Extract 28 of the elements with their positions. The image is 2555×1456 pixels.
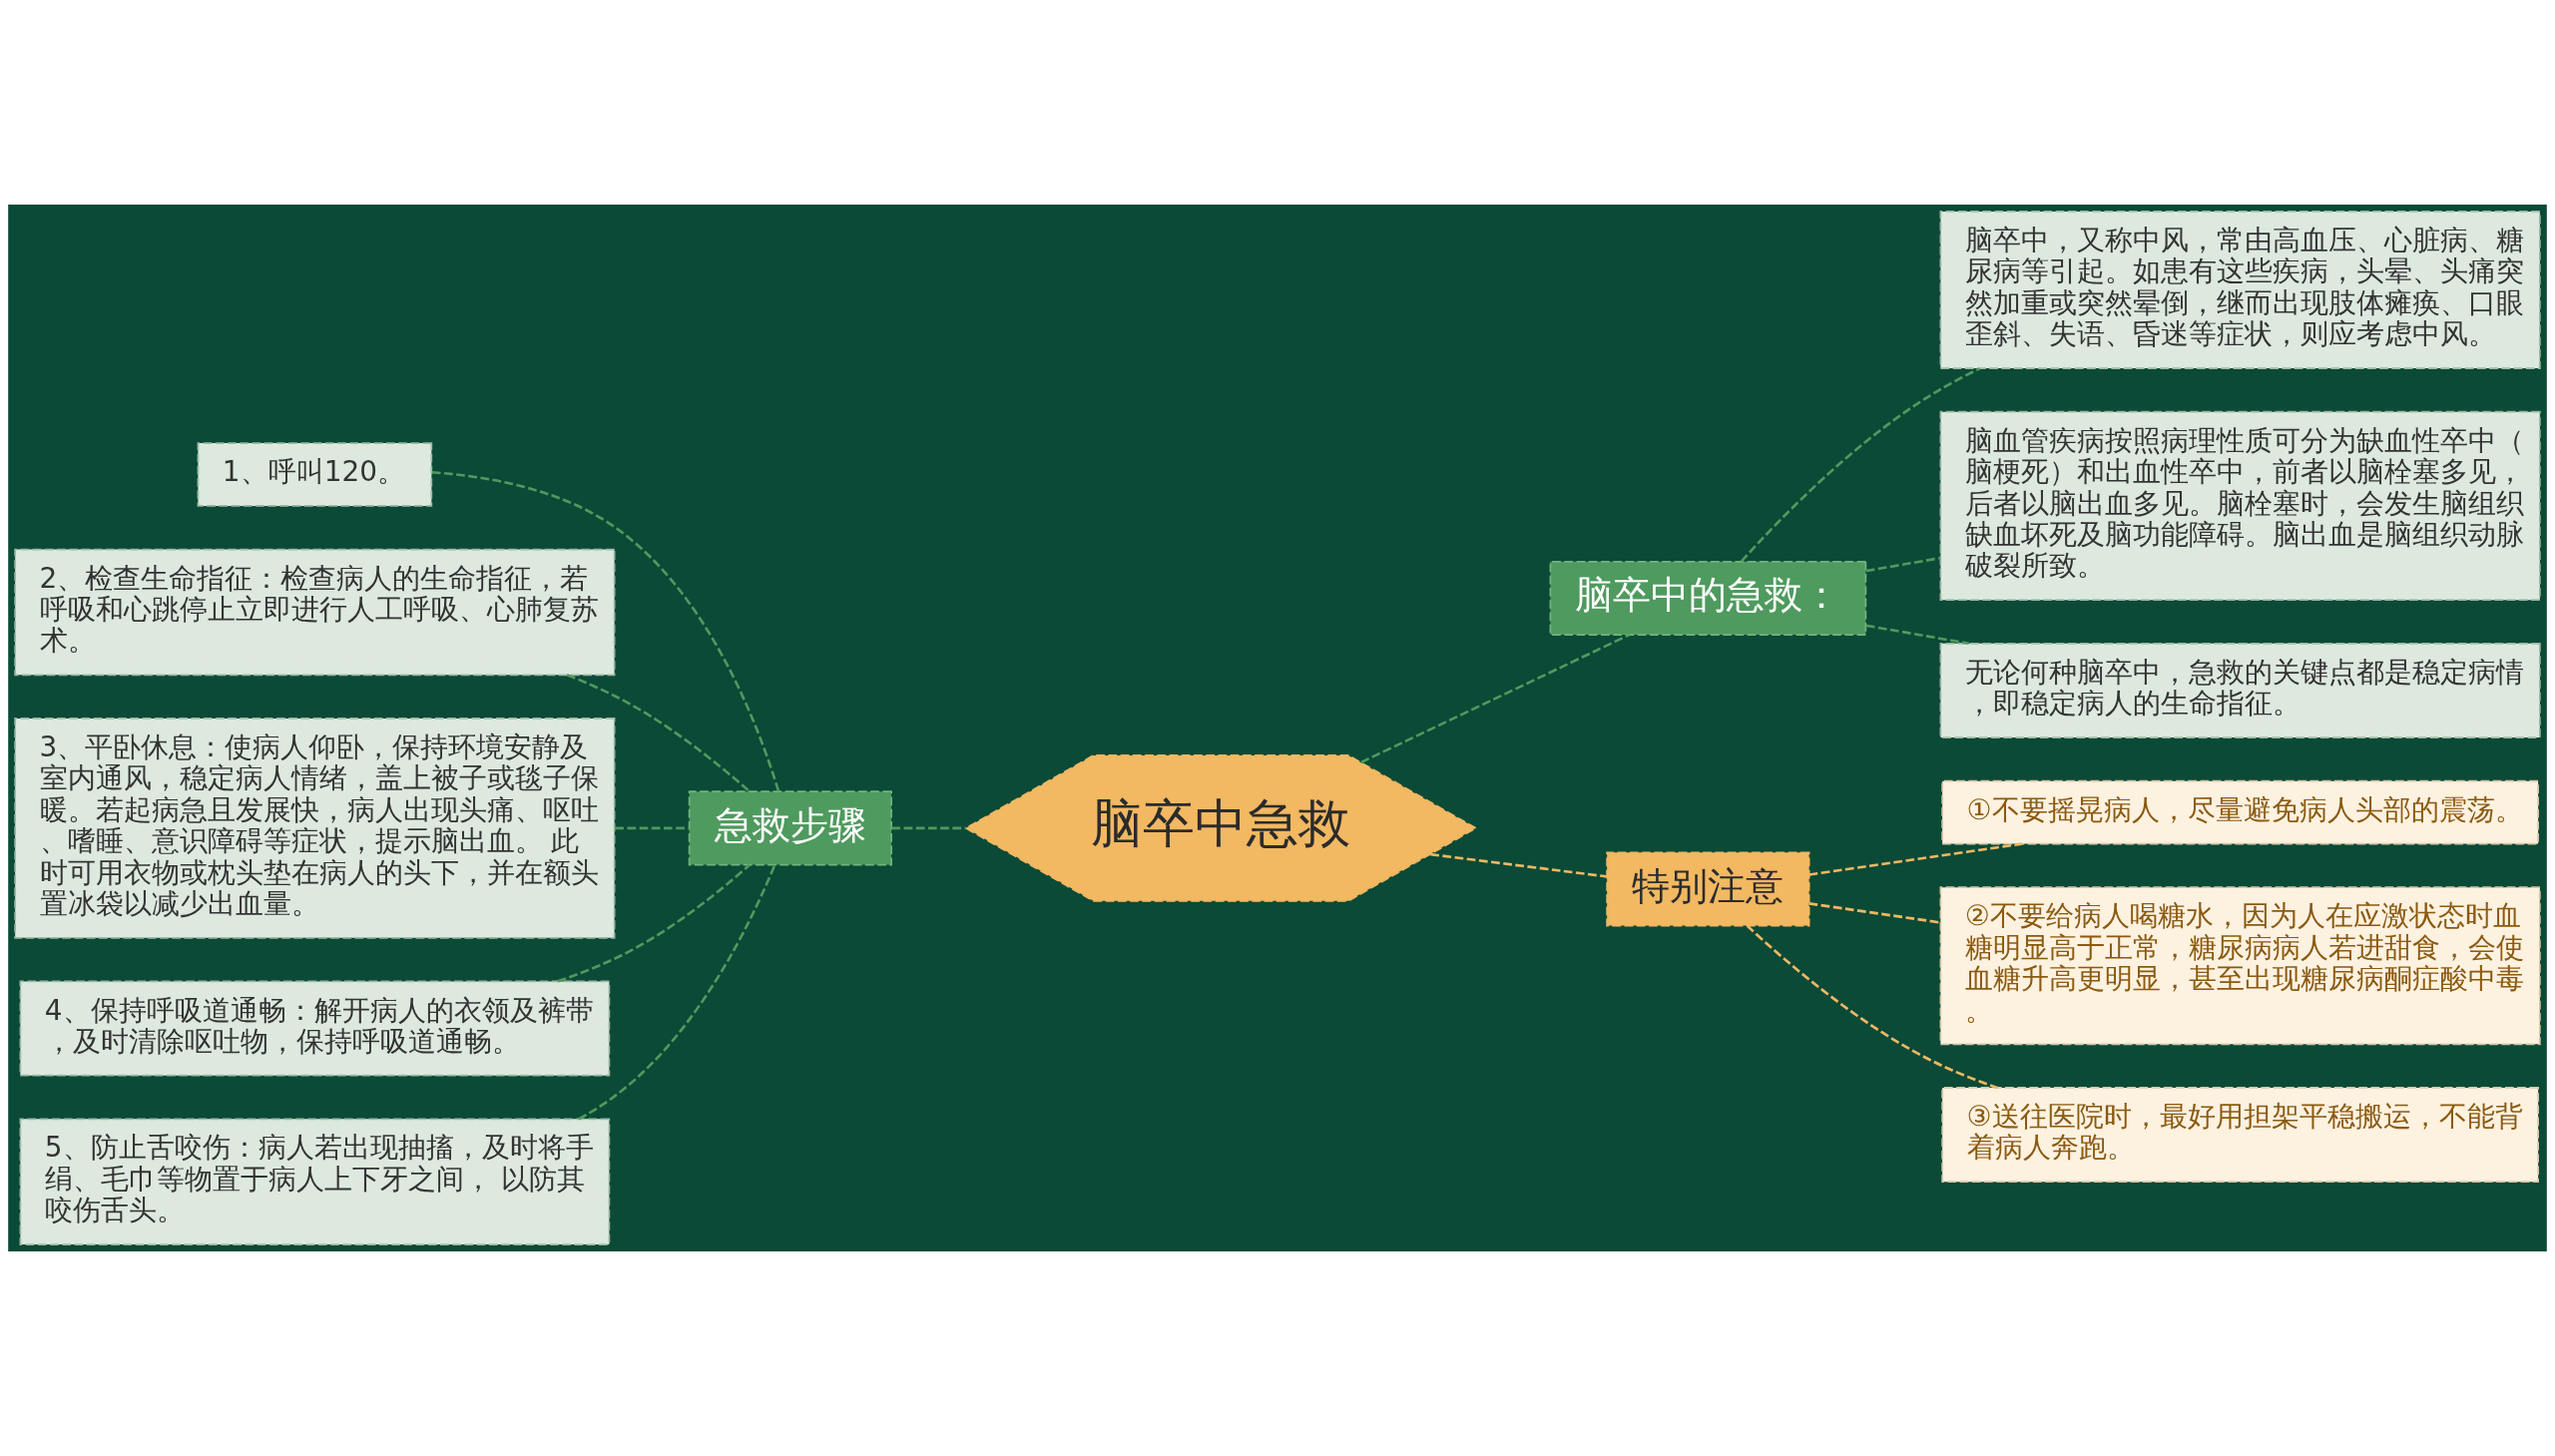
node-box: ②不要给病人喝糖水，因为人在应激状态时血糖明显高于正常，糖尿病病人若进甜食，会使血糖升高更明显，甚至出现糖尿病酮症酸中毒。 [1939, 886, 2541, 1046]
node-box: 脑血管疾病按照病理性质可分为缺血性卒中（脑梗死）和出血性卒中，前者以脑栓塞多见，后者以脑出血多见。脑栓塞时，会发生脑组织缺血坏死及脑功能障碍。脑出血是脑组织动脉破裂所致。 [1939, 410, 2541, 602]
node-box: ③送往医院时，最好用担架平稳搬运，不能背着病人奔跑。 [1941, 1087, 2539, 1184]
node-box: 无论何种脑卒中，急救的关键点都是稳定病情，即稳定病人的生命指征。 [1939, 642, 2541, 738]
connector [557, 863, 751, 983]
node-box: 3、平卧休息：使病人仰卧，保持环境安静及室内通风，稳定病人情绪，盖上被子或毯子保暖。若起病急且发展快，病人出现头痛、呕吐、嗜睡、意识障碍等症状，提示脑出血。 此时可用衣物或枕头垫在病人的头下，并在额头置冰袋以减少出血量。 [14, 718, 616, 939]
node-box: ①不要摇晃病人，尽量避免病人头部的震荡。 [1941, 779, 2539, 845]
connector [1740, 367, 1981, 563]
connector [566, 674, 751, 792]
node-box: 脑卒中的急救： [1549, 560, 1867, 636]
connector [1360, 633, 1631, 763]
node-box: 4、保持呼吸道通畅：解开病人的衣领及裤带，及时清除呕吐物，保持呼吸道通畅。 [19, 980, 611, 1077]
node-box: 急救步骤 [688, 790, 892, 866]
connector [1430, 852, 1608, 878]
connector [1865, 624, 1969, 646]
connector [431, 471, 780, 792]
connector [1808, 842, 2022, 876]
connector [578, 864, 776, 1121]
connector [615, 826, 690, 830]
node-box: 2、检查生命指征：检查病人的生命指征，若呼吸和心跳停止立即进行人工呼吸、心肺复苏术。 [14, 548, 616, 677]
connector [891, 826, 967, 830]
node-box: 特别注意 [1606, 851, 1810, 927]
connector [1746, 924, 1998, 1090]
node-box: 5、防止舌咬伤：病人若出现抽搐，及时将手绢、毛巾等物置于病人上下牙之间， 以防其咬伤舌头。 [19, 1118, 611, 1245]
connector [1808, 902, 1941, 924]
node-box: 脑卒中，又称中风，常由高血压、心脏病、糖尿病等引起。如患有这些疾病，头晕、头痛突然加重或突然晕倒，继而出现肢体瘫痪、口眼歪斜、失语、昏迷等症状，则应考虑中风。 [1939, 211, 2541, 369]
connector [1865, 556, 1941, 573]
node-box: 1、呼叫120。 [197, 442, 433, 507]
